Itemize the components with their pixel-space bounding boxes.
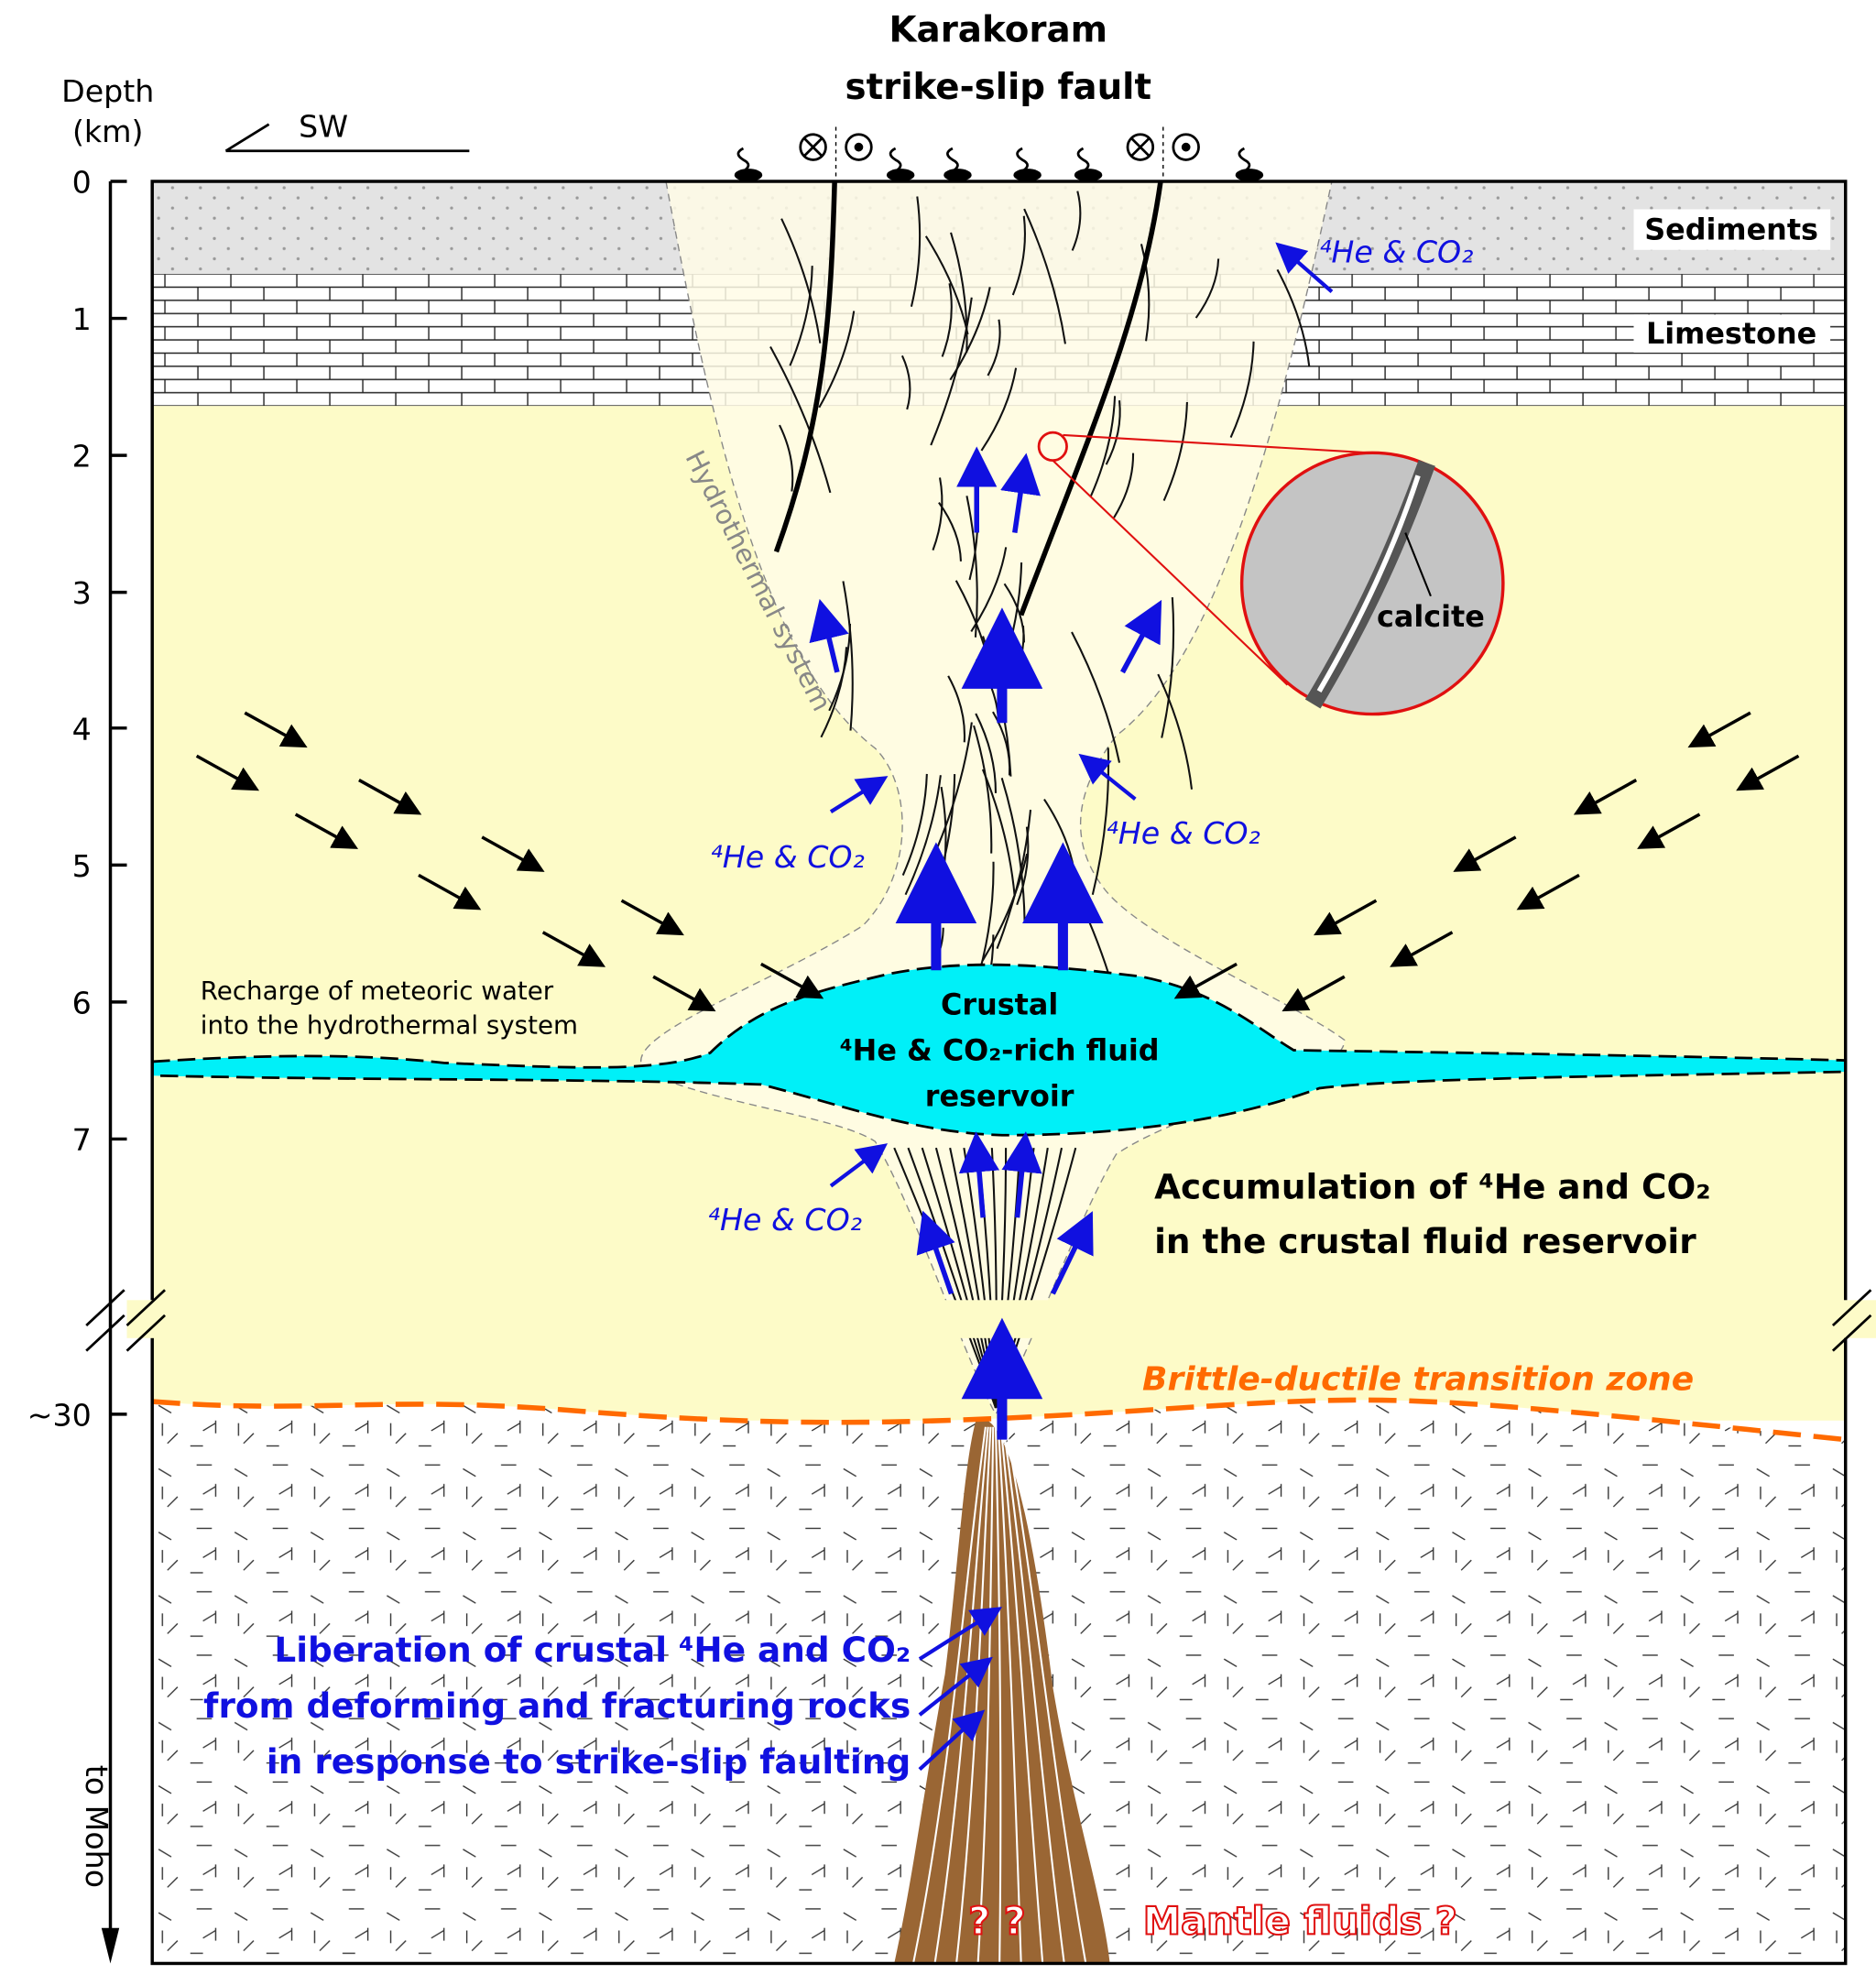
gas-label-lower: ⁴He & CO₂ [708, 1202, 862, 1238]
recharge-label-1: Recharge of meteoric water [201, 976, 554, 1006]
axis-arrow-icon [101, 1927, 120, 1964]
depth-label: Depth [61, 73, 154, 109]
tick-label: 1 [72, 301, 92, 337]
recharge-arrows [195, 711, 1800, 1012]
gas-label-right: ⁴He & CO₂ [1106, 815, 1260, 851]
liberation-label-2: from deforming and fracturing rocks [203, 1685, 911, 1726]
sw-label: SW [299, 109, 348, 145]
gas-label-top: ⁴He & CO₂ [1319, 234, 1473, 270]
accumulation-label-2: in the crustal fluid reservoir [1154, 1221, 1696, 1261]
calcite-label: calcite [1377, 599, 1485, 634]
axis-break-gap [126, 1300, 1876, 1338]
main-fault-2 [1019, 180, 1163, 616]
tick-label: 0 [72, 164, 92, 200]
transition-label: Brittle-ductile transition zone [1142, 1361, 1694, 1399]
tick-label: 4 [72, 711, 92, 747]
limestone-label: Limestone [1646, 316, 1816, 351]
sediments-label: Sediments [1644, 213, 1818, 247]
recharge-label-2: into the hydrothermal system [201, 1010, 578, 1041]
calcite-vein [1316, 474, 1421, 693]
liberation-label-3: in response to strike-slip faulting [267, 1741, 911, 1782]
sw-direction-line [224, 123, 470, 153]
frame [150, 180, 1848, 1966]
tick-label: 2 [72, 439, 92, 474]
tick-label: 5 [72, 848, 92, 884]
tick-label: 3 [72, 575, 92, 611]
question-marks: ? ? [968, 1899, 1026, 1944]
fluid-flow-arrows [809, 242, 1334, 1772]
accumulation-label-1: Accumulation of ⁴He and CO₂ [1154, 1167, 1711, 1207]
reservoir-label-1: Crustal [941, 987, 1058, 1022]
to-moho-label: to Moho [79, 1765, 115, 1888]
mantle-fluid-conduit [894, 1417, 1110, 1964]
tick-label: 6 [72, 985, 92, 1020]
liberation-label-1: Liberation of crustal ⁴He and CO₂ [274, 1630, 911, 1670]
gas-seep-icons [734, 147, 1264, 182]
fluid-reservoir [150, 963, 1848, 1137]
break-marks [85, 1289, 1872, 1352]
main-fault-1 [773, 180, 837, 553]
tick-label: ~30 [27, 1397, 92, 1433]
slip-symbols [799, 133, 1200, 161]
reservoir-label-2: ⁴He & CO₂-rich fluid [840, 1033, 1160, 1068]
tick-label: 7 [72, 1122, 92, 1158]
depth-ticks: 0 1 2 3 4 5 6 7 ~30 [27, 164, 127, 1433]
mantle-fluids-label: Mantle fluids ? [1143, 1899, 1457, 1944]
title-line-1: Karakoram [889, 10, 1108, 51]
title-line-2: strike-slip fault [845, 67, 1151, 108]
reservoir-label-3: reservoir [925, 1078, 1074, 1113]
inset-connector [1052, 433, 1370, 686]
depth-unit: (km) [72, 114, 144, 149]
calcite-pointer [1404, 532, 1432, 597]
gas-label-left: ⁴He & CO₂ [710, 839, 864, 875]
brittle-ductile-line [151, 1397, 1847, 1443]
